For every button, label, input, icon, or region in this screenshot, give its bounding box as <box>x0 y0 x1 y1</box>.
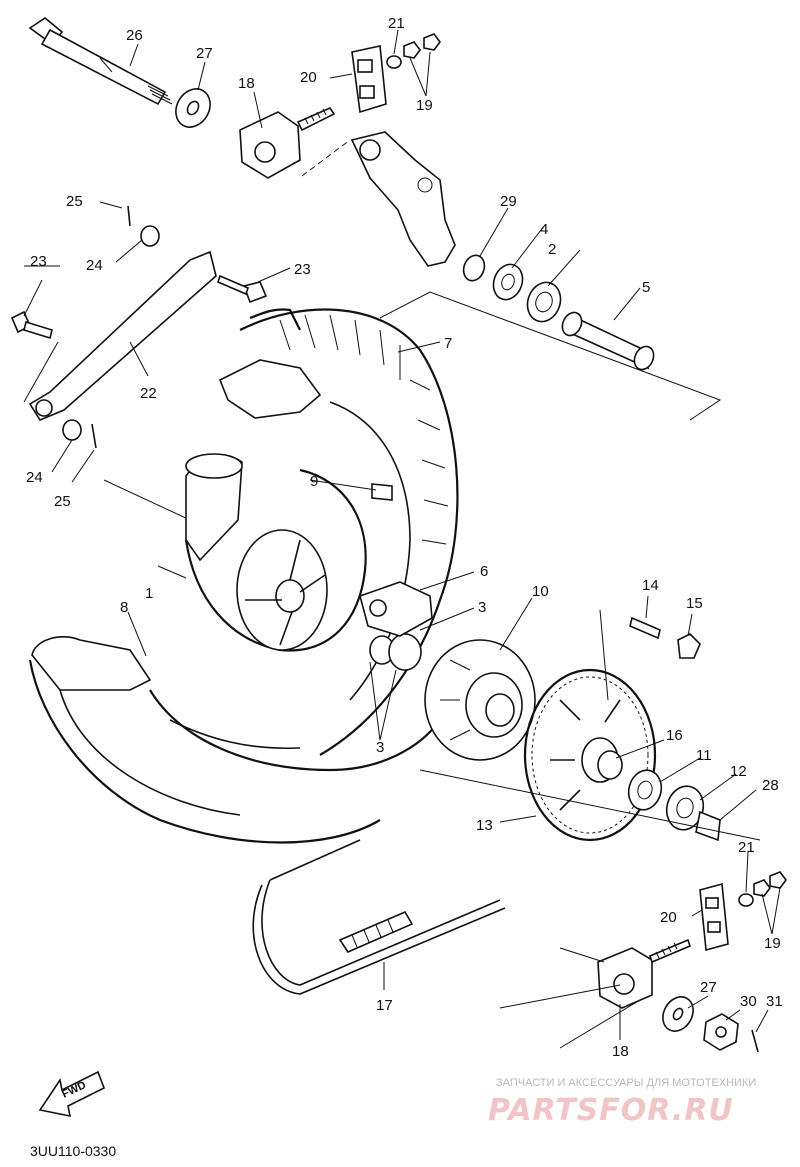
callout-19-top: 19 <box>416 97 433 114</box>
callout-2: 2 <box>548 241 556 258</box>
callout-29: 29 <box>500 193 517 210</box>
callout-10: 10 <box>532 583 549 600</box>
bolt-23-right <box>217 274 268 304</box>
adjuster-plate-bottom <box>699 882 729 952</box>
callout-16: 16 <box>666 727 683 744</box>
cotter-pin-25-top <box>127 205 131 227</box>
nut-24-bottom <box>62 419 82 441</box>
callout-8: 8 <box>120 599 128 616</box>
callout-17: 17 <box>376 997 393 1014</box>
callout-19-bottom: 19 <box>764 935 781 952</box>
watermark-logo: PARTSFOR.RU <box>488 1093 734 1128</box>
callout-20-bottom: 20 <box>660 909 677 926</box>
chain-adjuster-top <box>239 106 336 179</box>
cotter-pin-31 <box>751 1029 759 1053</box>
adjuster-plate-top <box>351 45 387 114</box>
callout-23-right: 23 <box>294 261 311 278</box>
rear-wheel <box>149 308 459 772</box>
bearing-2 <box>526 281 562 323</box>
callout-26: 26 <box>126 27 143 44</box>
callout-numbers: 1 2 3 3 4 5 6 7 8 9 10 11 12 13 14 15 16… <box>26 15 783 1060</box>
leader-hub <box>419 609 761 841</box>
leader-bottom <box>499 947 641 1049</box>
nut-washer-set-top <box>386 33 441 69</box>
leader-swingarm <box>301 139 351 177</box>
callout-18-bottom: 18 <box>612 1043 629 1060</box>
callout-3-upper: 3 <box>478 599 486 616</box>
swingarm-end <box>350 131 456 267</box>
tyre-lower <box>28 636 381 844</box>
nut-15 <box>677 633 701 659</box>
callout-24-bottom: 24 <box>26 469 43 486</box>
callout-30: 30 <box>740 993 757 1010</box>
callout-13: 13 <box>476 817 493 834</box>
callout-31: 31 <box>766 993 783 1010</box>
washer-27-bottom <box>662 996 694 1032</box>
callout-6: 6 <box>480 563 488 580</box>
callout-14: 14 <box>642 577 659 594</box>
watermark-tagline: ЗАПЧАСТИ И АКСЕССУАРЫ ДЛЯ МОТОТЕХНИКИ <box>496 1077 756 1089</box>
callout-4: 4 <box>540 221 548 238</box>
callout-28: 28 <box>762 777 779 794</box>
callout-21-top: 21 <box>388 15 405 32</box>
drive-chain-17 <box>252 839 506 995</box>
callout-25-bottom: 25 <box>54 493 71 510</box>
nut-24-top <box>140 225 160 247</box>
callout-22: 22 <box>140 385 157 402</box>
spacer-5 <box>561 311 655 371</box>
callout-21-bottom: 21 <box>738 839 755 856</box>
torque-arm <box>28 250 217 421</box>
collar-16 <box>597 750 623 780</box>
collar-28 <box>695 810 721 842</box>
callout-18-top: 18 <box>238 75 255 92</box>
callout-27-top: 27 <box>196 45 213 62</box>
callout-24-top: 24 <box>86 257 103 274</box>
washer-27-top <box>175 88 211 128</box>
callout-3-lower: 3 <box>376 739 384 756</box>
callout-leaders <box>23 29 781 1040</box>
callout-5: 5 <box>642 279 650 296</box>
callout-25-top: 25 <box>66 193 83 210</box>
bolt-23-left <box>10 310 53 340</box>
nut-washer-set-bottom <box>738 871 787 907</box>
callout-27-bottom: 27 <box>700 979 717 996</box>
collar-29 <box>462 254 486 282</box>
callout-20-top: 20 <box>300 69 317 86</box>
diagram-code: 3UU110-0330 <box>30 1143 116 1159</box>
forward-arrow-icon: FWD <box>38 1070 106 1118</box>
rear-axle <box>28 17 173 106</box>
callout-7: 7 <box>444 335 452 352</box>
callout-9: 9 <box>310 473 318 490</box>
chain-adjuster-bottom <box>597 938 691 1009</box>
oil-seal-4 <box>492 263 524 301</box>
wheel-hub-10 <box>424 639 536 761</box>
callout-11: 11 <box>696 747 712 764</box>
bearing-11 <box>627 769 663 811</box>
leader-torque-arm <box>23 341 191 521</box>
stud-14 <box>629 616 661 640</box>
axle-nut-30 <box>703 1013 739 1051</box>
cotter-pin-25-bottom <box>91 423 97 449</box>
callout-23-left: 23 <box>30 253 47 270</box>
damper-6 <box>359 581 433 637</box>
axle-spacer-3 <box>369 633 422 671</box>
leader-bearing-stack <box>379 291 722 421</box>
callout-15: 15 <box>686 595 703 612</box>
callout-1: 1 <box>145 585 153 602</box>
callout-12: 12 <box>730 763 747 780</box>
